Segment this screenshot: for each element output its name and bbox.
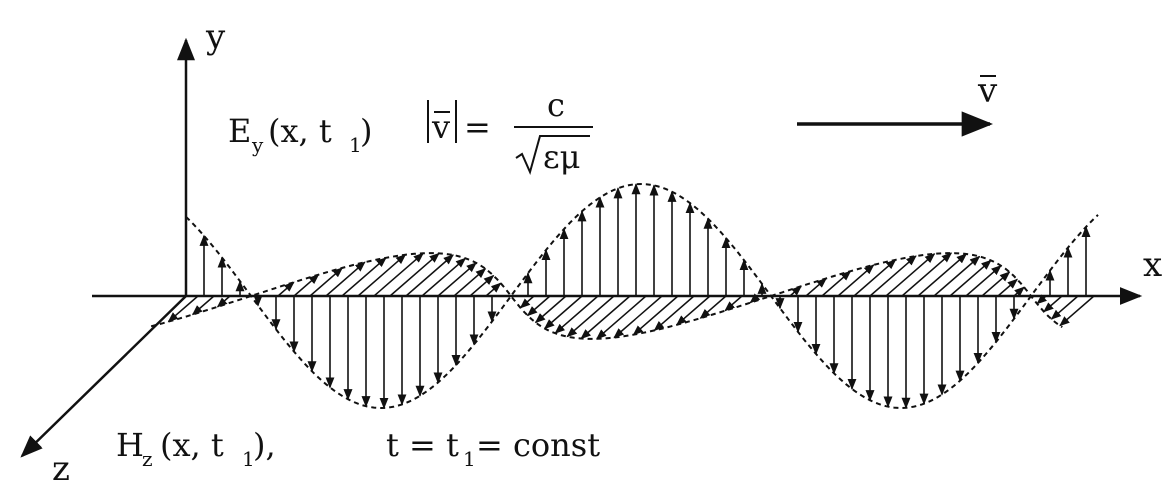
magnetic-field-vector: [1013, 286, 1025, 297]
svg-text:1: 1: [349, 133, 362, 157]
svg-text:1: 1: [242, 447, 255, 471]
magnetic-field-vector: [1059, 295, 1095, 327]
magnetic-field-vector: [469, 274, 495, 297]
speed-numerator: c: [547, 86, 565, 124]
electric-field-vectors: [199, 183, 1091, 410]
magnetic-field-vector: [997, 278, 1018, 297]
x-axis-label: x: [1143, 245, 1162, 285]
electric-field-label: E y (x, t 1 ): [228, 112, 372, 157]
magnetic-field-vector: [519, 295, 535, 309]
magnetic-field-vector: [632, 295, 679, 336]
magnetic-field-vector: [853, 259, 897, 297]
magnetic-field-vector: [554, 295, 599, 334]
magnetic-field-vector: [566, 295, 615, 338]
svg-text:z: z: [142, 447, 153, 471]
magnetic-field-vector: [405, 254, 454, 297]
svg-text:): ): [360, 112, 372, 150]
magnetic-field-vector: [534, 295, 567, 324]
velocity-label: v: [977, 71, 998, 111]
magnetic-field-vector: [699, 295, 727, 319]
magnetic-field-vector: [653, 295, 695, 332]
magnetic-field-vector: [965, 265, 1002, 297]
magnetic-field-vector: [453, 268, 487, 297]
magnetic-field-vector: [981, 271, 1011, 297]
speed-denominator: εμ: [543, 138, 580, 176]
y-axis-label: y: [205, 17, 226, 57]
magnetic-field-vector: [837, 264, 875, 297]
svg-text:1: 1: [463, 447, 476, 471]
magnetic-field-vector: [421, 257, 467, 297]
magnetic-field-vector: [613, 295, 663, 339]
magnetic-field-vector: [580, 295, 631, 340]
magnetic-field-vector: [1050, 295, 1079, 320]
svg-text:y: y: [251, 133, 264, 157]
z-axis-label: z: [52, 449, 70, 483]
magnetic-field-vector: [341, 257, 387, 297]
magnetic-field-vector: [191, 295, 215, 316]
magnetic-field-vector: [821, 270, 852, 297]
magnetic-field-vector: [325, 261, 366, 297]
velocity-indicator: v: [797, 71, 998, 137]
magnetic-field-vector: [543, 295, 583, 330]
speed-formula: v = c εμ: [427, 86, 593, 176]
magnetic-field-vector: [901, 252, 953, 297]
magnetic-field-vector: [933, 255, 981, 297]
svg-text:),: ),: [253, 426, 276, 464]
time-condition: t = t 1 = const: [386, 426, 600, 471]
magnetic-field-vector: [437, 262, 477, 297]
magnetic-field-vector: [357, 254, 407, 297]
magnetic-field-vector: [293, 274, 320, 297]
electric-field-envelope: [185, 182, 1099, 410]
magnetic-field-vector: [167, 295, 199, 323]
magnetic-field-vector: [485, 282, 502, 297]
magnetic-field-vector: [596, 295, 647, 340]
magnetic-field-vector: [526, 295, 551, 317]
magnetic-field-vector: [373, 252, 424, 297]
magnetic-field-vector: [949, 259, 992, 297]
svg-text:(x, t: (x, t: [268, 112, 332, 150]
magnetic-field-vector: [1043, 295, 1063, 313]
svg-text:H: H: [116, 426, 144, 464]
magnetic-field-vector: [216, 295, 231, 308]
magnetic-field-vector: [885, 253, 936, 297]
svg-text:= const: = const: [476, 426, 600, 464]
magnetic-field-label: H z (x, t 1 ),: [116, 426, 276, 471]
svg-text:E: E: [228, 112, 251, 150]
magnetic-field-vector: [805, 277, 827, 297]
magnetic-field-vector: [277, 281, 295, 297]
magnetic-field-vectors: [167, 252, 1095, 340]
magnetic-field-vector: [1036, 294, 1047, 305]
magnetic-field-vector: [309, 267, 344, 297]
magnetic-field-vector: [724, 295, 743, 312]
svg-text:(x, t: (x, t: [160, 426, 224, 464]
sqrt-sign: [515, 135, 590, 175]
magnetic-field-vector: [389, 252, 440, 297]
magnetic-field-vector: [676, 295, 711, 326]
svg-text:t = t: t = t: [386, 426, 459, 464]
speed-equals: =: [464, 108, 491, 146]
z-axis: [20, 295, 187, 458]
speed-lhs-v: v: [431, 108, 450, 146]
magnetic-field-vector: [869, 255, 917, 297]
magnetic-field-vector: [917, 253, 968, 297]
